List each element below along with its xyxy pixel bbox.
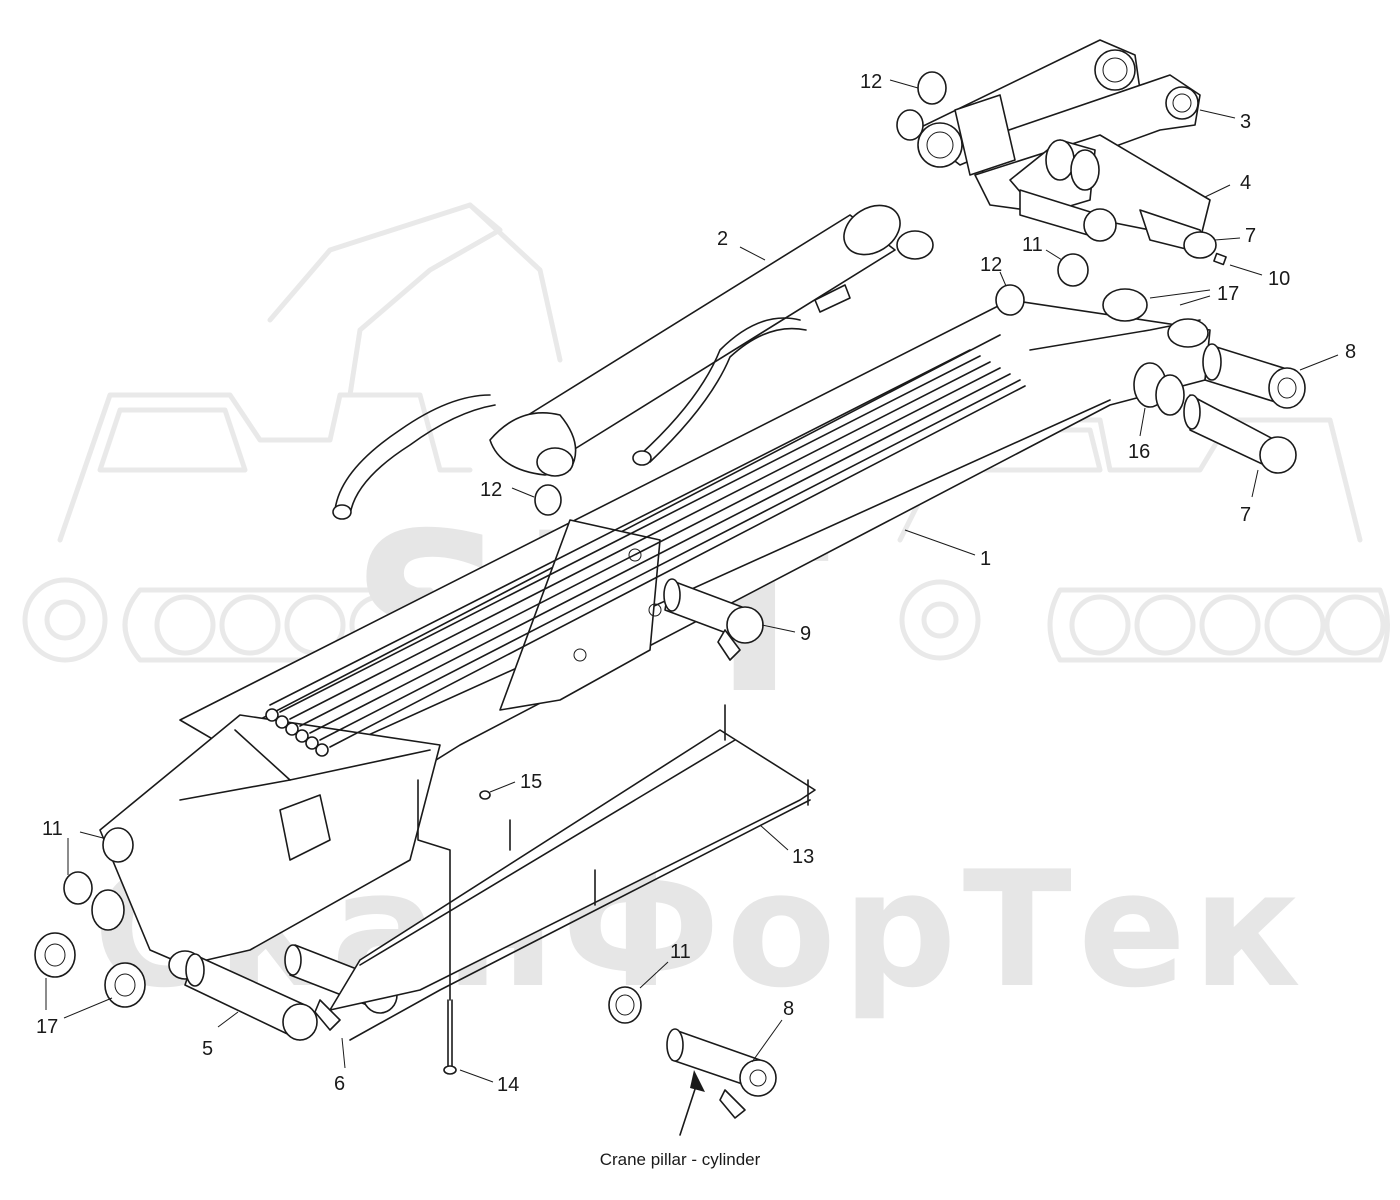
- figure-caption: Crane pillar - cylinder: [600, 1150, 761, 1169]
- part-12-washer-left: [534, 484, 562, 516]
- callout-3: 3: [1240, 111, 1251, 133]
- part-15-fastener: [417, 779, 491, 1001]
- callout-12b: 12: [980, 254, 1002, 276]
- callout-17b: 17: [36, 1016, 58, 1038]
- callout-16: 16: [1128, 441, 1150, 463]
- part-11-washer-bottom: [608, 986, 642, 1024]
- part-11-washer-left: [63, 827, 134, 905]
- part-12-washer-mid: [995, 284, 1025, 316]
- callout-9: 9: [800, 623, 811, 645]
- part-7-pin-lower: [1183, 394, 1297, 474]
- callout-1: 1: [980, 548, 991, 570]
- part-12-washer-top: [896, 71, 947, 141]
- direction-arrow: [679, 1070, 705, 1136]
- callout-11b: 11: [42, 818, 63, 840]
- callout-13: 13: [792, 846, 814, 868]
- callout-6: 6: [334, 1073, 345, 1095]
- part-16-bushing: [1133, 362, 1185, 416]
- hose-fittings: [265, 708, 329, 757]
- callout-10: 10: [1268, 268, 1290, 290]
- hose-bundle: [265, 349, 1026, 757]
- part-11-washer-top: [1057, 253, 1089, 287]
- part-17-washer: [34, 932, 146, 1008]
- callout-12c: 12: [480, 479, 502, 501]
- part-8-pin-upper: [1202, 343, 1306, 409]
- callout-15: 15: [520, 771, 542, 793]
- part-7-pin-upper: [1139, 209, 1227, 266]
- callout-14: 14: [497, 1074, 519, 1096]
- callout-5: 5: [202, 1038, 213, 1060]
- callout-8a: 8: [1345, 341, 1356, 363]
- callouts: 12 3 4 2 7 11 10 12 17 8 16 7 12 1 9 15 …: [36, 71, 1356, 1096]
- callout-8b: 8: [783, 998, 794, 1020]
- callout-7a: 7: [1245, 225, 1256, 247]
- part-8-pin-lower: [666, 1028, 777, 1119]
- part-14-bolt: [443, 999, 457, 1075]
- part-2-cylinder: [332, 204, 934, 520]
- callout-12a: 12: [860, 71, 882, 93]
- callout-2: 2: [717, 228, 728, 250]
- callout-4: 4: [1240, 172, 1251, 194]
- callout-11c: 11: [670, 941, 691, 963]
- callout-7b: 7: [1240, 504, 1251, 526]
- callout-11a: 11: [1022, 234, 1043, 256]
- part-5-pin: [184, 953, 318, 1041]
- part-13-cover-plate: [329, 704, 816, 1041]
- callout-17a: 17: [1217, 283, 1239, 305]
